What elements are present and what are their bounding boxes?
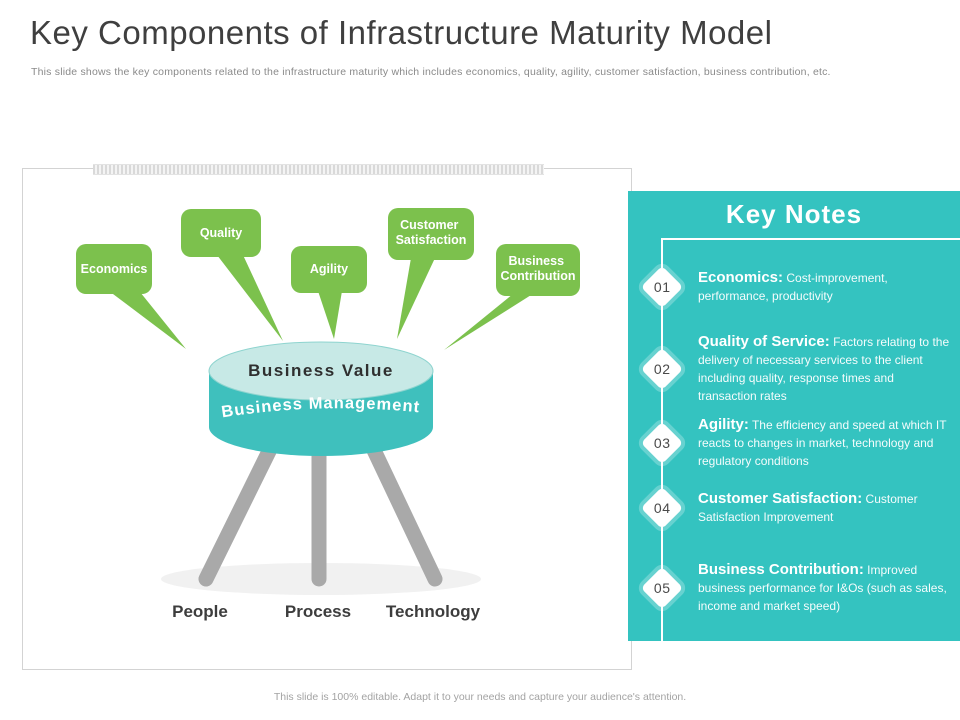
note-number: 05 (653, 579, 671, 596)
callout-label-customer-satisfaction: Customer Satisfaction (396, 218, 467, 247)
callout-business-contribution (496, 244, 580, 296)
note-item-4: 04 Customer Satisfaction: Customer Satis… (628, 486, 950, 530)
notes-horizontal-connector (662, 238, 960, 240)
leg-label-people: People (172, 602, 228, 621)
note-number: 02 (653, 360, 671, 377)
note-number-badge: 04 (640, 486, 684, 530)
diagram-container: Economics Quality Agility Customer Satis… (22, 164, 632, 670)
callout-agility (291, 246, 367, 293)
tail-agility (318, 291, 342, 339)
callout-label-business-contribution: Business Contribution (501, 254, 576, 283)
note-body: Factors relating to the delivery of nece… (698, 335, 950, 403)
note-number: 04 (653, 499, 671, 516)
page-subtitle: This slide shows the key components rela… (31, 66, 831, 78)
note-body: Customer Satisfaction Improvement (698, 492, 918, 524)
callout-label-economics: Economics (81, 262, 148, 276)
table-top-label: Business Value (248, 361, 394, 380)
note-text: Economics: Cost-improvement, performance… (698, 269, 950, 305)
key-notes-title: Key Notes (725, 199, 863, 229)
note-heading: Quality of Service: (698, 333, 830, 350)
leg-label-technology: Technology (386, 602, 481, 621)
callout-label-agility: Agility (310, 262, 348, 276)
note-text: Quality of Service: Factors relating to … (698, 333, 950, 405)
note-heading: Business Contribution: (698, 561, 864, 578)
callout-quality (181, 209, 261, 257)
note-body: Improved business performance for I&Os (… (698, 563, 947, 613)
cylinder-top (208, 341, 434, 401)
note-body: Cost-improvement, performance, productiv… (698, 271, 888, 303)
callout-labels: Economics Quality Agility Customer Satis… (81, 218, 576, 283)
note-item-5: 05 Business Contribution: Improved busin… (628, 561, 950, 615)
decorative-hatch-strip (93, 164, 544, 175)
note-number-badge: 03 (640, 421, 684, 465)
footer-note: This slide is 100% editable. Adapt it to… (273, 691, 687, 703)
note-body: The efficiency and speed at which IT rea… (698, 418, 947, 468)
note-text: Customer Satisfaction: Customer Satisfac… (698, 490, 950, 526)
leg-labels: People Process Technology (172, 602, 480, 621)
note-text: Business Contribution: Improved business… (698, 561, 950, 615)
note-number: 01 (653, 278, 671, 295)
callout-tails (109, 255, 539, 350)
note-number-badge: 02 (640, 347, 684, 391)
note-item-1: 01 Economics: Cost-improvement, performa… (628, 265, 950, 309)
callout-bubbles (76, 208, 580, 296)
note-number-badge: 01 (640, 265, 684, 309)
leg-label-process: Process (285, 602, 351, 621)
note-heading: Agility: (698, 416, 749, 433)
key-notes-panel: Key Notes 01 Economics: Cost-improvement… (628, 191, 960, 641)
note-item-2: 02 Quality of Service: Factors relating … (628, 333, 950, 405)
callout-economics (76, 244, 152, 294)
note-text: Agility: The efficiency and speed at whi… (698, 416, 950, 470)
note-heading: Economics: (698, 269, 784, 286)
note-number: 03 (653, 434, 671, 451)
tail-economics (109, 287, 186, 349)
note-heading: Customer Satisfaction: (698, 490, 863, 507)
callout-label-quality: Quality (200, 226, 242, 240)
tail-business-contribution (444, 290, 539, 350)
note-number-badge: 05 (640, 566, 684, 610)
stool-diagram: Economics Quality Agility Customer Satis… (76, 208, 580, 621)
note-item-3: 03 Agility: The efficiency and speed at … (628, 416, 950, 470)
tail-quality (217, 255, 283, 341)
tail-customer-satisfaction (397, 258, 435, 339)
page-title: Key Components of Infrastructure Maturit… (30, 14, 773, 51)
callout-customer-satisfaction (388, 208, 474, 260)
